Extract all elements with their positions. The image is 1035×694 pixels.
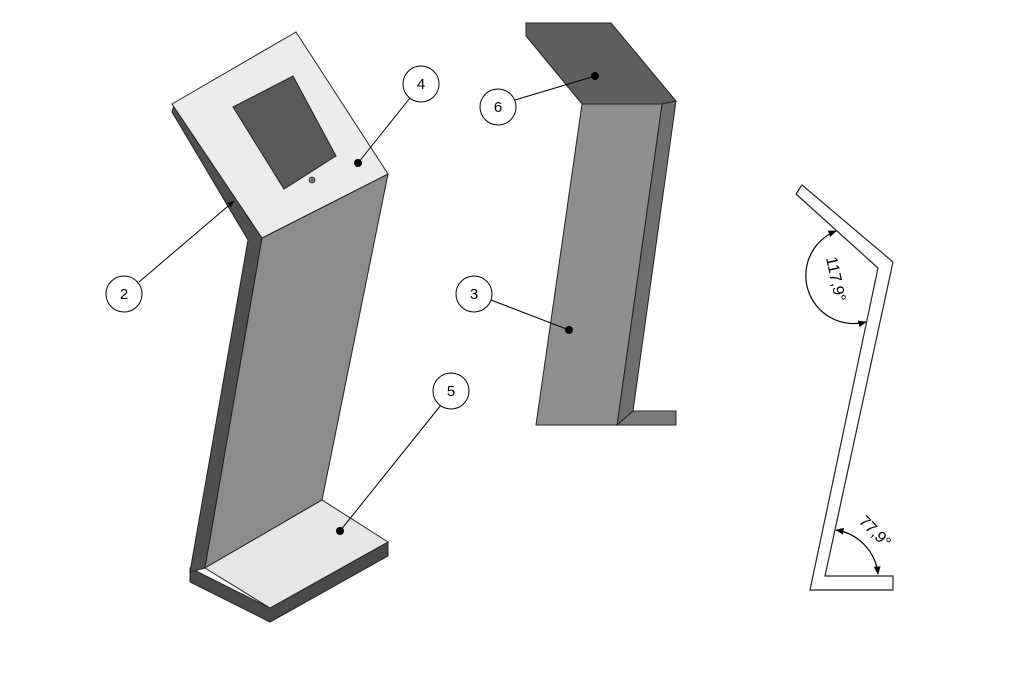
angle-label-bottom: 77,9° (855, 513, 894, 552)
callout-5: 5 (336, 372, 470, 535)
angle-outline-view: 117,9° 77,9° (795, 184, 894, 591)
base-plate-top (204, 499, 389, 609)
callout-2: 2 (105, 200, 235, 313)
callout-6: 6 (479, 72, 599, 126)
callout-6-label: 6 (494, 99, 502, 116)
angle-arc-top (805, 230, 867, 328)
callout-3: 3 (455, 275, 573, 334)
outline-shape (795, 184, 894, 591)
frame-foot (615, 410, 677, 426)
callout-4-label: 4 (417, 76, 425, 93)
top-plate (525, 22, 677, 105)
angle-label-top: 117,9° (822, 255, 848, 303)
frame-part-view (525, 22, 677, 427)
callout-3-label: 3 (470, 286, 478, 303)
angle-arc-bottom (835, 527, 881, 575)
kiosk-assembly-view (171, 31, 389, 623)
screen-cutout (232, 75, 337, 190)
screen-button (308, 176, 316, 184)
callout-2-label: 2 (120, 286, 128, 303)
callout-5-label: 5 (447, 383, 455, 400)
callout-4: 4 (354, 65, 440, 167)
